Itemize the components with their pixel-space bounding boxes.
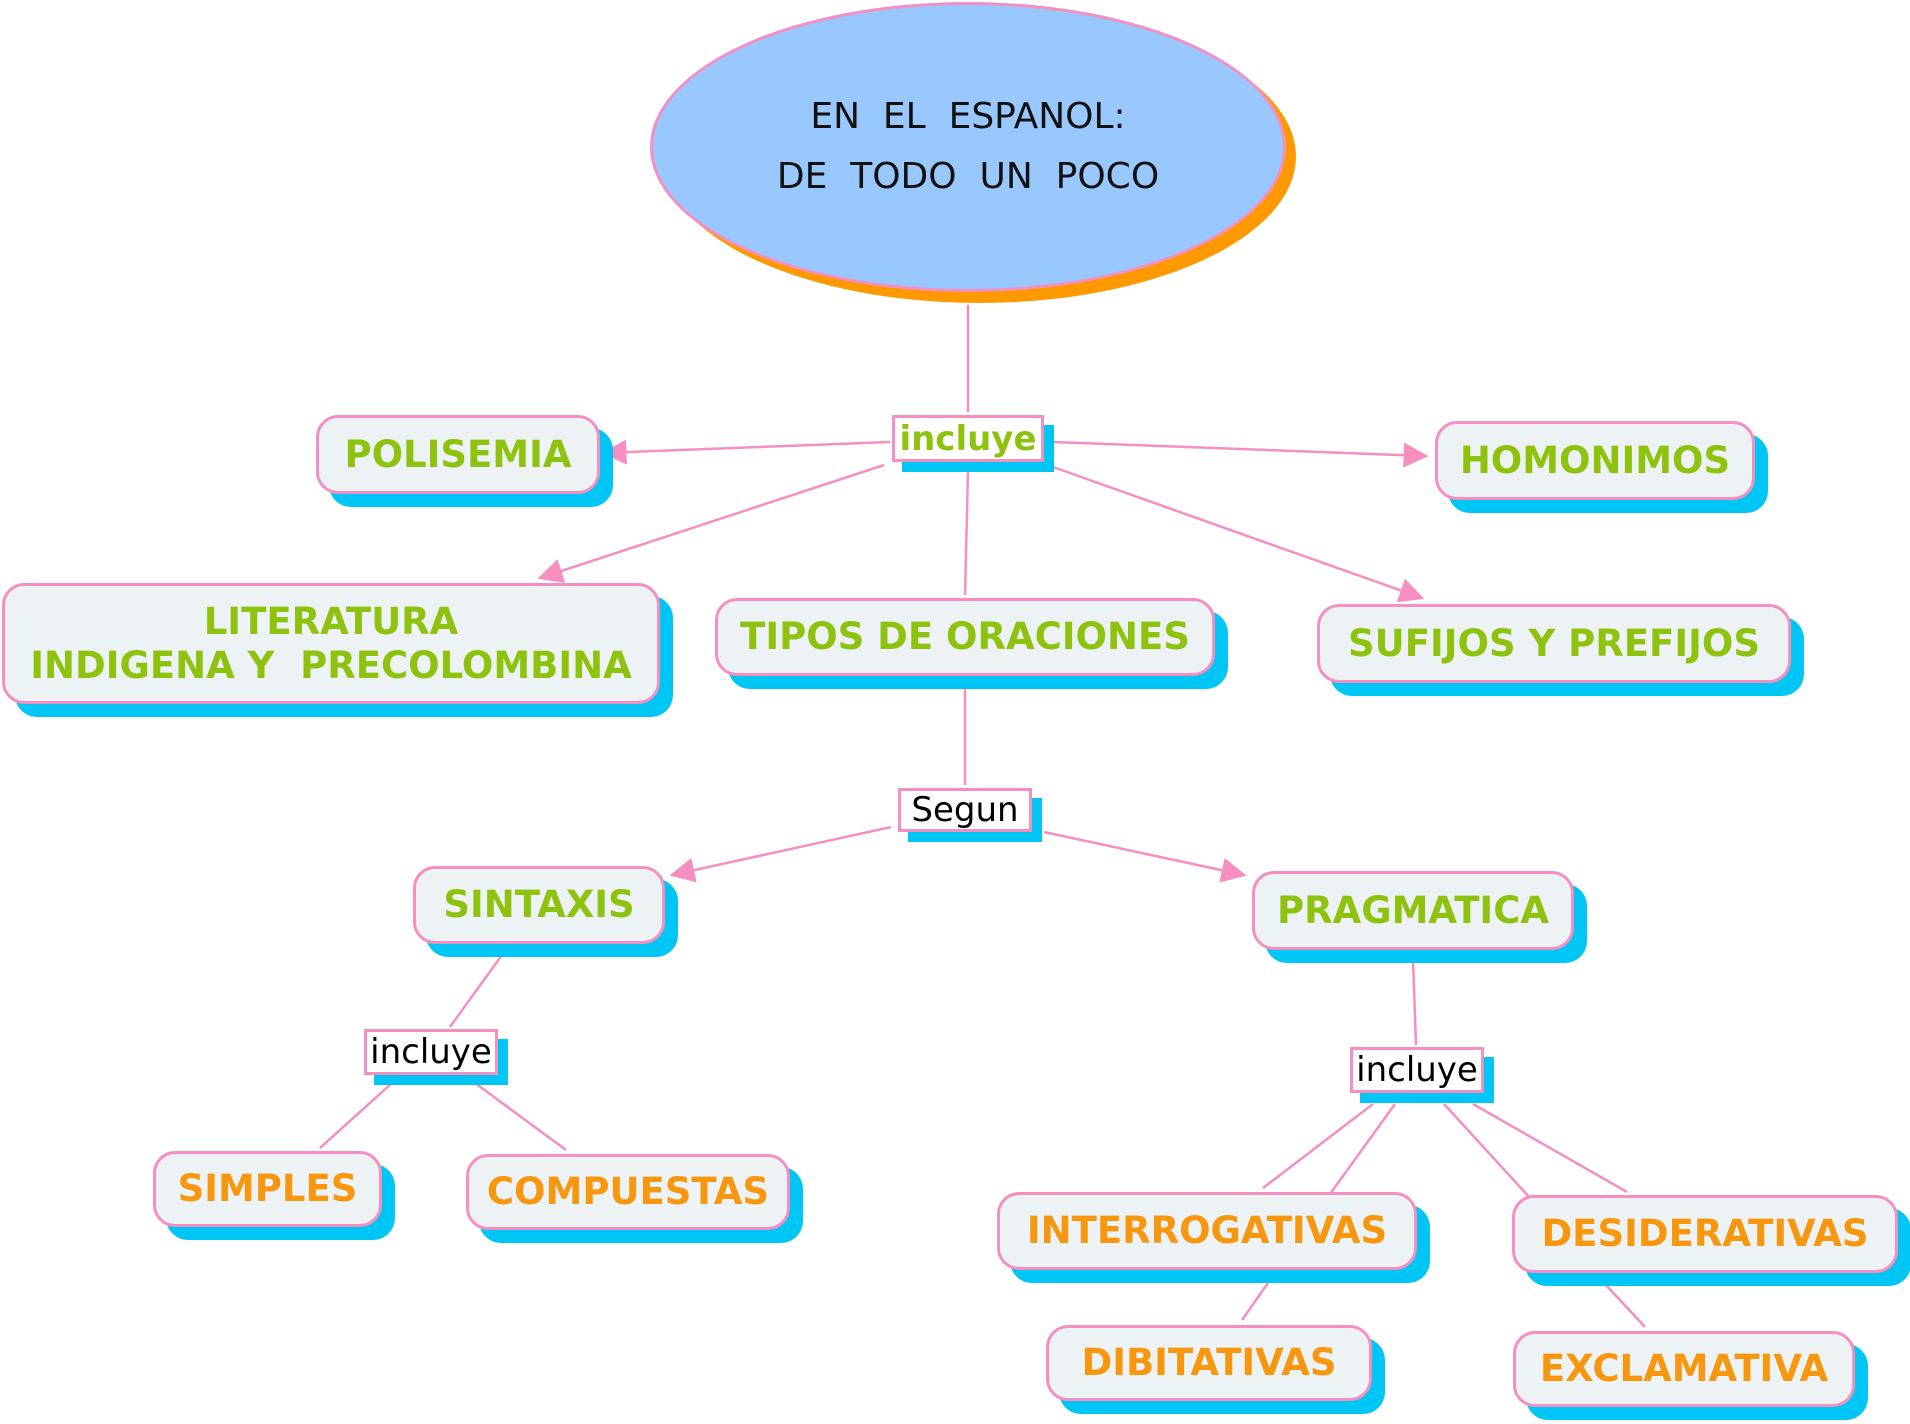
node-simples-label: SIMPLES [177,1167,358,1210]
node-compuestas-label: COMPUESTAS [486,1170,770,1213]
line-interrogativas-to-dibitativas [1240,1282,1270,1321]
node-homonimos: HOMONIMOS [1435,421,1755,500]
node-sintaxis-label: SINTAXIS [443,883,635,926]
node-literatura: LITERATURA INDIGENA Y PRECOLOMBINA [2,583,660,704]
node-simples: SIMPLES [153,1151,382,1227]
node-homonimos-label: HOMONIMOS [1459,438,1731,482]
link-label-segun: Segun [898,788,1032,832]
line-incluye-to-interrogativas-a [1262,1103,1374,1189]
node-interrogativas-label: INTERROGATIVAS [1026,1209,1388,1252]
arrow-to-sufijos [1052,465,1425,603]
node-sintaxis: SINTAXIS [413,866,665,944]
node-sufijos-label: SUFIJOS Y PREFIJOS [1348,621,1760,665]
arrow-to-homonimos [1052,440,1429,468]
line-desiderativas-to-exclamativa [1604,1283,1646,1328]
node-tipos-de-oraciones: TIPOS DE ORACIONES [715,598,1215,676]
node-tipos-label: TIPOS DE ORACIONES [740,615,1190,658]
arrow-to-sintaxis [669,825,892,883]
line-pragmatica-to-incluye [1411,959,1418,1046]
node-dibitativas: DIBITATIVAS [1046,1325,1372,1401]
node-compuestas: COMPUESTAS [466,1154,790,1230]
node-exclamativa: EXCLAMATIVA [1513,1331,1855,1407]
title-line-2: DE TODO UN POCO [776,156,1160,197]
line-incluye-to-interrogativas-b [1328,1103,1397,1195]
link-label-incluye-sintaxis: incluye [364,1029,498,1075]
line-sintaxis-to-incluye [448,954,504,1028]
node-pragmatica: PRAGMATICA [1252,871,1574,950]
node-literatura-label-line-2: INDIGENA Y PRECOLOMBINA [30,643,632,687]
link-label-incluye-main: incluye [892,415,1044,462]
node-polisemia-label: POLISEMIA [344,432,572,476]
arrow-to-literatura [537,463,885,583]
node-dibitativas-label: DIBITATIVAS [1081,1341,1337,1384]
node-interrogativas: INTERROGATIVAS [997,1192,1417,1270]
node-pragmatica-label: PRAGMATICA [1277,888,1549,932]
arrow-to-pragmatica [1043,830,1247,883]
node-exclamativa-label: EXCLAMATIVA [1539,1347,1829,1390]
node-polisemia: POLISEMIA [316,415,600,494]
title-line-1: EN EL ESPANOL: [810,96,1126,137]
line-incluye-to-desiderativas-b [1472,1102,1628,1194]
arrow-to-polisemia [601,439,891,465]
node-desiderativas-label: DESIDERATIVAS [1541,1212,1869,1255]
line-incluye-to-simples [319,1082,393,1149]
title-ellipse: EN EL ESPANOL: DE TODO UN POCO [650,2,1286,292]
line-incluye-to-compuestas [474,1081,567,1152]
node-sufijos-y-prefijos: SUFIJOS Y PREFIJOS [1317,604,1791,683]
line-incluye-to-desiderativas-a [1443,1103,1531,1199]
node-literatura-label-line-1: LITERATURA [203,599,459,643]
line-to-tipos [963,469,970,596]
node-desiderativas: DESIDERATIVAS [1512,1195,1898,1273]
link-label-incluye-pragmatica: incluye [1350,1047,1484,1093]
